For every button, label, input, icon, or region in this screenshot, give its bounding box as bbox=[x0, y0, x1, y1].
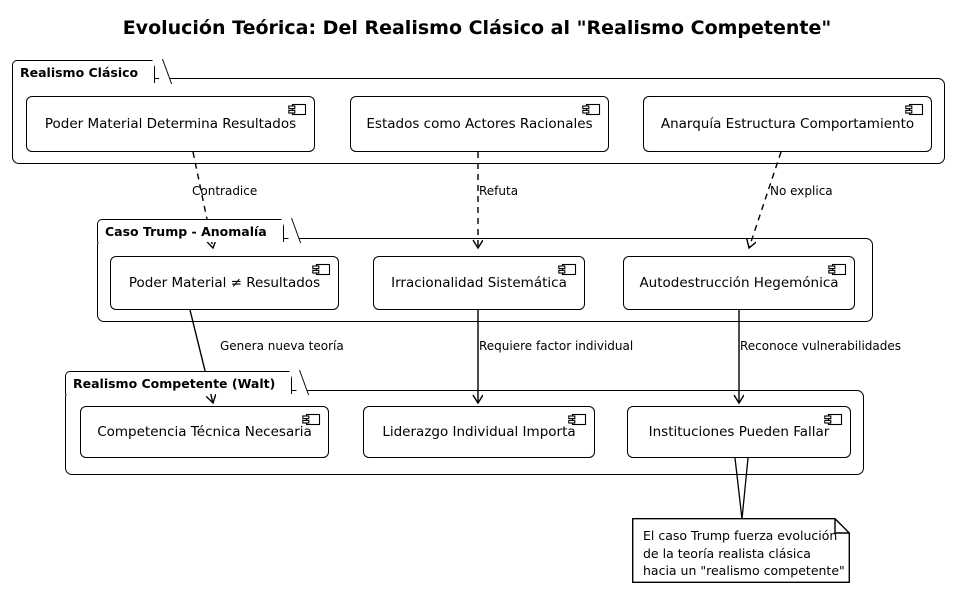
edge-label-requiere-factor-individual: Requiere factor individual bbox=[479, 339, 634, 353]
uml-component-icon bbox=[302, 413, 321, 426]
edge-label-contradice: Contradice bbox=[192, 184, 258, 198]
edge-label-no-explica: No explica bbox=[770, 184, 833, 198]
component-label: Instituciones Pueden Fallar bbox=[648, 424, 830, 440]
note-box[interactable]: El caso Trump fuerza evolución de la teo… bbox=[632, 518, 850, 583]
component-label: Autodestrucción Hegemónica bbox=[639, 275, 839, 291]
edge-no-explica bbox=[749, 151, 782, 248]
component-liderazgo-individual-importa[interactable]: Liderazgo Individual Importa bbox=[363, 406, 595, 458]
component-label: Liderazgo Individual Importa bbox=[382, 424, 576, 440]
component-label: Anarquía Estructura Comportamiento bbox=[660, 116, 915, 132]
component-label: Competencia Técnica Necesaria bbox=[97, 424, 312, 440]
component-autodestruccion-hegemonica[interactable]: Autodestrucción Hegemónica bbox=[623, 256, 855, 310]
uml-component-icon bbox=[582, 103, 601, 116]
package-tab-realismo-clasico[interactable]: Realismo Clásico bbox=[12, 60, 156, 83]
component-anarquia-estructura-comportamiento[interactable]: Anarquía Estructura Comportamiento bbox=[643, 96, 932, 152]
component-label: Irracionalidad Sistemática bbox=[391, 275, 567, 291]
uml-component-icon bbox=[824, 413, 843, 426]
component-label: Poder Material Determina Resultados bbox=[44, 116, 297, 132]
edge-label-refuta: Refuta bbox=[479, 184, 519, 198]
component-irracionalidad-sistematica[interactable]: Irracionalidad Sistemática bbox=[373, 256, 585, 310]
component-instituciones-pueden-fallar[interactable]: Instituciones Pueden Fallar bbox=[627, 406, 851, 458]
package-tab-caso-trump-anomalia[interactable]: Caso Trump - Anomalía bbox=[97, 219, 284, 242]
note-line-1: El caso Trump fuerza evolución bbox=[643, 528, 838, 543]
edge-label-reconoce-vulnerabilidades: Reconoce vulnerabilidades bbox=[740, 339, 902, 353]
note-line-2: de la teoría realista clásica bbox=[643, 545, 811, 561]
package-label-realismo-competente-walt: Realismo Competente (Walt) bbox=[73, 375, 276, 391]
package-label-realismo-clasico: Realismo Clásico bbox=[20, 64, 139, 80]
package-tab-realismo-competente-walt[interactable]: Realismo Competente (Walt) bbox=[65, 371, 293, 394]
package-label-caso-trump-anomalia: Caso Trump - Anomalía bbox=[105, 223, 267, 239]
component-competencia-tecnica-necesaria[interactable]: Competencia Técnica Necesaria bbox=[80, 406, 329, 458]
page-title: Evolución Teórica: Del Realismo Clásico … bbox=[122, 17, 832, 39]
uml-component-icon bbox=[568, 413, 587, 426]
component-poder-material-distinto-resultados[interactable]: Poder Material ≠ Resultados bbox=[110, 256, 339, 310]
uml-component-icon bbox=[905, 103, 924, 116]
component-label: Poder Material ≠ Resultados bbox=[128, 275, 321, 291]
uml-component-icon bbox=[288, 103, 307, 116]
uml-component-icon bbox=[828, 263, 847, 276]
uml-component-icon bbox=[312, 263, 331, 276]
component-label: Estados como Actores Racionales bbox=[366, 116, 593, 132]
edge-label-genera-nueva-teoria: Genera nueva teoría bbox=[220, 339, 344, 353]
component-estados-como-actores-racionales[interactable]: Estados como Actores Racionales bbox=[350, 96, 609, 152]
component-poder-material-determina-resultados[interactable]: Poder Material Determina Resultados bbox=[26, 96, 315, 152]
uml-component-icon bbox=[558, 263, 577, 276]
note-shape bbox=[632, 518, 850, 583]
note-line-3: hacia un "realismo competente" bbox=[643, 563, 845, 578]
